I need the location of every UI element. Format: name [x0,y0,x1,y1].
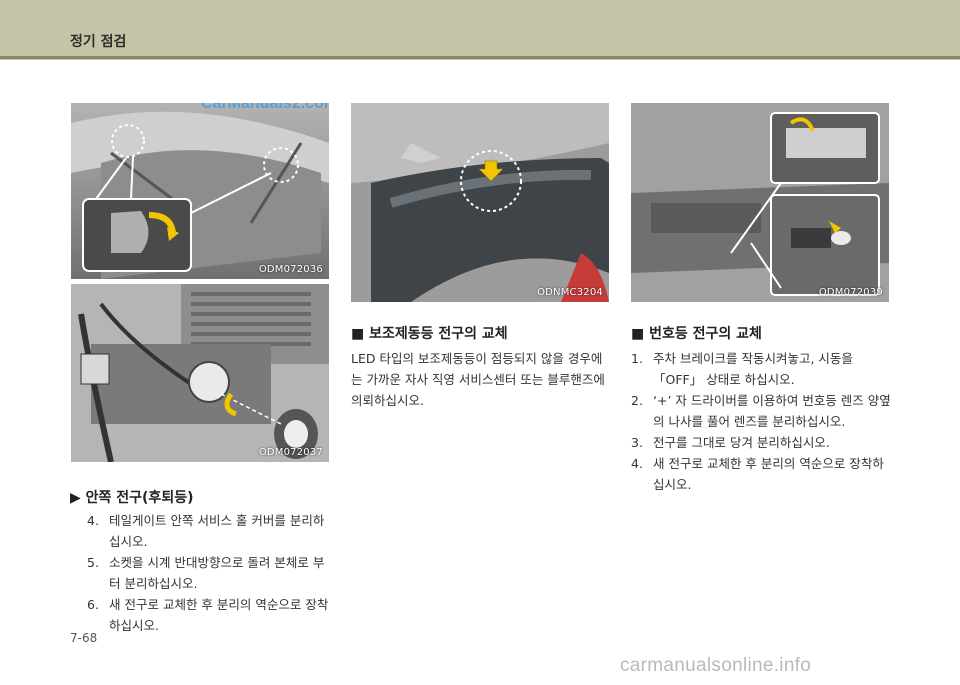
step-number: 6. [87,597,99,612]
step-number: 5. [87,555,99,570]
section-heading-stop-lamp: ■ 보조제동등 전구의 교체 [351,326,508,342]
step-text: ‘+’ 자 드라이버를 이용하여 번호등 렌즈 양옆의 나사를 풀어 렌즈를 분… [653,393,891,429]
rear-window-illustration [351,103,609,302]
header-rule [0,56,960,59]
list-item: 4. 새 전구로 교체한 후 분리의 역순으로 장착하십시오. [631,453,893,495]
page-title: 정기 점검 [70,34,127,50]
tailgate-illustration [71,103,329,279]
inner-bulb-steps: 4. 테일게이트 안쪽 서비스 홀 커버를 분리하십시오. 5. 소켓을 시계 … [87,510,332,636]
step-text: 전구를 그대로 당겨 분리하십시오. [653,435,830,450]
figure-code: ODNMC3204 [537,287,603,298]
figure-high-mount-stop-lamp: ODNMC3204 [351,103,609,302]
section-heading-license-lamp: ■ 번호등 전구의 교체 [631,326,762,342]
step-text: 주차 브레이크를 작동시켜놓고, 시동을 「OFF」 상태로 하십시오. [653,351,853,387]
step-number: 1. [631,351,643,366]
step-text: 새 전구로 교체한 후 분리의 역순으로 장착하십시오. [109,597,329,633]
stop-lamp-paragraph: LED 타입의 보조제동등이 점등되지 않을 경우에는 가까운 자사 직영 서비… [351,351,605,408]
step-number: 4. [87,513,99,528]
list-item: 4. 테일게이트 안쪽 서비스 홀 커버를 분리하십시오. [87,510,332,552]
figure-code: ODM072036 [258,264,323,275]
list-item: 2. ‘+’ 자 드라이버를 이용하여 번호등 렌즈 양옆의 나사를 풀어 렌즈… [631,390,893,432]
section-heading-inner-bulb: ▶ 안쪽 전구(후퇴등) [70,490,194,506]
header-band: 정기 점검 [0,0,960,56]
license-lamp-illustration [631,103,889,302]
step-number: 4. [631,456,643,471]
footer-watermark: carmanualsonline.info [620,655,812,676]
socket-illustration [71,284,329,462]
figure-code: ODM072037 [258,447,323,458]
page-number: 7-68 [70,631,98,645]
step-number: 3. [631,435,643,450]
list-item: 5. 소켓을 시계 반대방향으로 돌려 본체로 부터 분리하십시오. [87,552,332,594]
step-number: 2. [631,393,643,408]
list-item: 3. 전구를 그대로 당겨 분리하십시오. [631,432,893,453]
step-text: 소켓을 시계 반대방향으로 돌려 본체로 부터 분리하십시오. [109,555,325,591]
list-item: 1. 주차 브레이크를 작동시켜놓고, 시동을 「OFF」 상태로 하십시오. [631,348,893,390]
header-rule-thin [0,59,960,60]
watermark-carmanuals: CarManuals2.com [201,103,329,112]
step-text: 테일게이트 안쪽 서비스 홀 커버를 분리하십시오. [109,513,325,549]
figure-license-lamp: ODM072039 [631,103,889,302]
figure-tailgate-interior: CarManuals2.com ODM072036 [71,103,329,279]
figure-socket-removal: ODM072037 [71,284,329,462]
list-item: 6. 새 전구로 교체한 후 분리의 역순으로 장착하십시오. [87,594,332,636]
license-lamp-steps: 1. 주차 브레이크를 작동시켜놓고, 시동을 「OFF」 상태로 하십시오. … [631,348,893,495]
step-text: 새 전구로 교체한 후 분리의 역순으로 장착하십시오. [653,456,884,492]
figure-code: ODM072039 [818,287,883,298]
